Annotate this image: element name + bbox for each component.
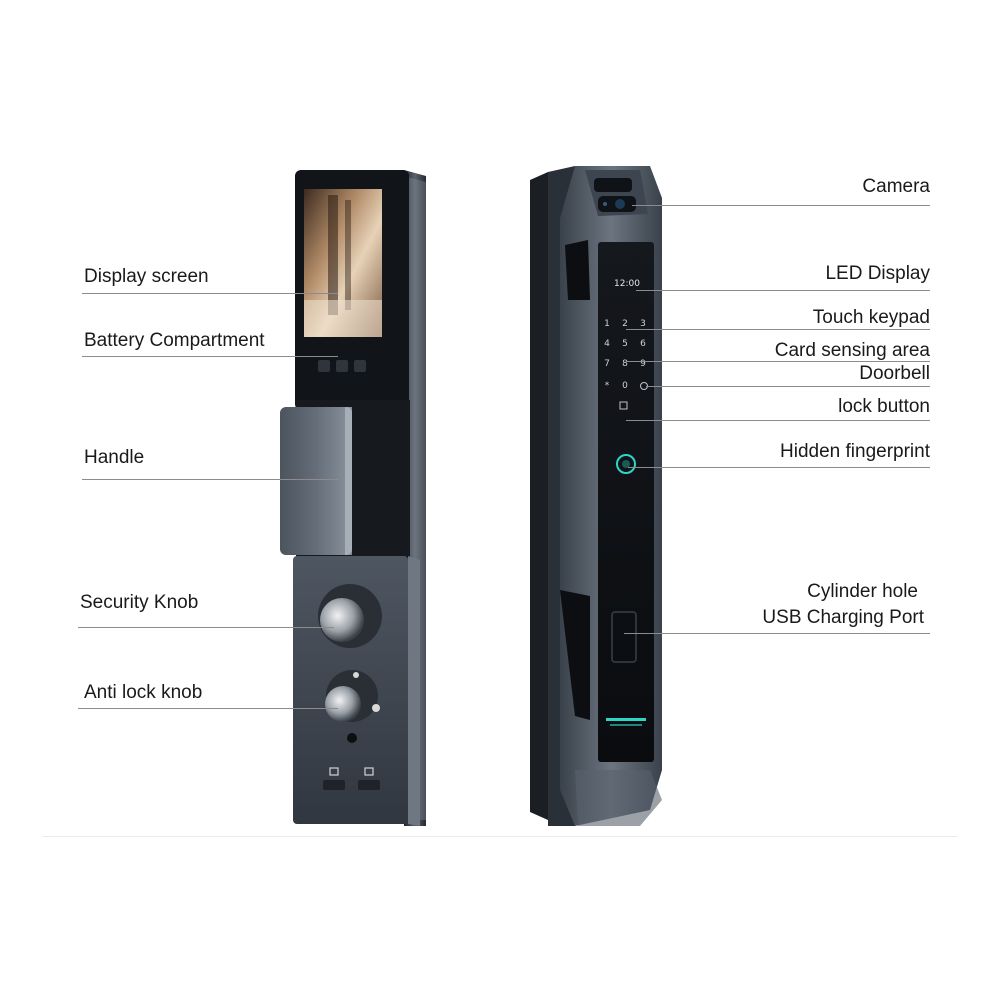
label-usb-charging-port: USB Charging Port	[762, 607, 924, 628]
led-clock: 12:00	[614, 279, 640, 289]
label-battery-compartment: Battery Compartment	[84, 330, 265, 351]
keypad-key: 8	[622, 359, 628, 369]
handle-graphic	[280, 407, 352, 555]
keypad-key: 1	[604, 319, 610, 329]
rear-lock-unit	[280, 170, 426, 826]
leader-doorbell	[646, 386, 930, 387]
label-anti-lock-knob: Anti lock knob	[84, 682, 203, 703]
leader-touch-keypad	[626, 329, 930, 330]
label-display-screen: Display screen	[84, 266, 209, 287]
leader-lock-button	[626, 420, 930, 421]
leader-cylinder-usb	[624, 633, 930, 634]
keypad-key: 0	[622, 381, 628, 391]
leader-led-display	[636, 290, 930, 291]
keypad-key: 6	[640, 339, 646, 349]
leader-camera	[632, 205, 930, 206]
keypad-key: 2	[622, 319, 628, 329]
leader-display-screen	[82, 293, 338, 294]
leader-security-knob	[78, 627, 334, 628]
label-lock-button: lock button	[838, 396, 930, 417]
keypad-key: 5	[622, 339, 628, 349]
leader-card-sensing-area	[626, 361, 930, 362]
keypad-key: 4	[604, 339, 610, 349]
label-cylinder-usb: Cylinder hole USB Charging Port	[762, 581, 924, 629]
leader-handle	[82, 479, 338, 480]
keypad-key: 3	[640, 319, 646, 329]
keypad-key: 7	[604, 359, 610, 369]
ground-line	[42, 836, 958, 837]
label-led-display: LED Display	[825, 263, 930, 284]
label-hidden-fingerprint: Hidden fingerprint	[780, 441, 930, 462]
keypad-key: 9	[640, 359, 646, 369]
fingerprint-graphic	[616, 454, 636, 474]
label-touch-keypad: Touch keypad	[812, 307, 930, 328]
cylinder-hole-graphic	[611, 611, 637, 663]
leader-battery-compartment	[82, 356, 338, 357]
leader-hidden-fingerprint	[628, 467, 930, 468]
keypad-key: *	[605, 381, 610, 391]
label-security-knob: Security Knob	[80, 592, 199, 613]
touch-keypad-graphic: 1 2 3 4 5 6 7 8 9 * 0	[604, 319, 646, 391]
label-card-sensing-area: Card sensing area	[774, 340, 930, 361]
label-handle: Handle	[84, 447, 145, 468]
front-lock-unit	[530, 166, 662, 826]
lock-button-icon	[619, 401, 628, 410]
label-doorbell: Doorbell	[859, 363, 930, 384]
leader-anti-lock-knob	[78, 708, 338, 709]
label-camera: Camera	[862, 176, 930, 197]
label-cylinder-hole: Cylinder hole	[807, 581, 918, 602]
